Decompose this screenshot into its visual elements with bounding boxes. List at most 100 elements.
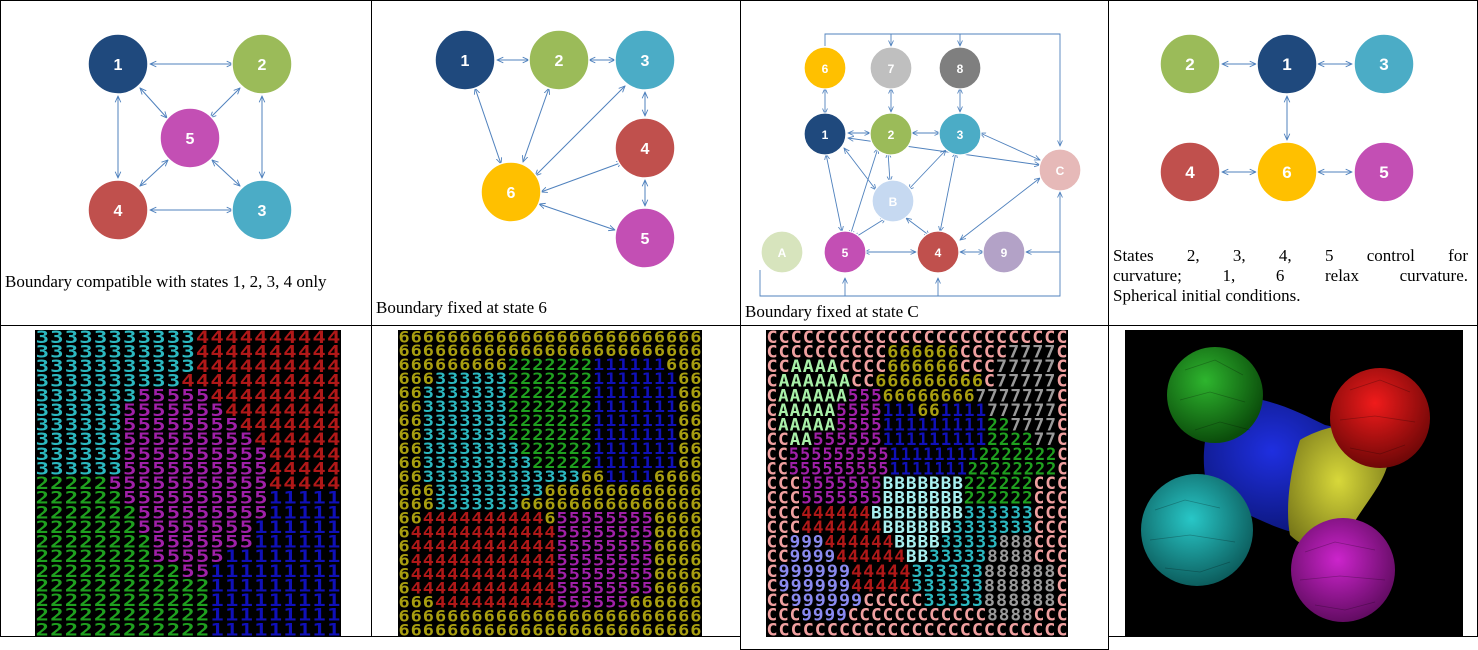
grid-cell: C	[894, 606, 905, 625]
grid-cell: 4	[813, 518, 824, 537]
grid-cell: 4	[254, 386, 268, 405]
grid-cell: 7	[976, 386, 987, 405]
grid-cell: 4	[312, 330, 326, 347]
grid-cell: 3	[152, 342, 165, 361]
grid-cell: 6	[690, 370, 701, 388]
grid-cell: 3	[471, 370, 482, 388]
grid-cell: 4	[508, 552, 519, 570]
grid-cell: C	[803, 620, 814, 637]
grid-cell: 6	[666, 607, 677, 625]
grid-cell: 1	[906, 430, 917, 449]
grid-cell: 4	[283, 459, 297, 478]
grid-cell: 6	[544, 607, 555, 625]
grid-cell: 5	[210, 416, 223, 435]
grid-cell: 2	[979, 459, 989, 478]
grid-cell: 3	[94, 459, 107, 478]
grid-cell: 6	[678, 496, 689, 514]
grid-cell: 1	[327, 533, 341, 552]
node-label: 4	[641, 141, 650, 158]
grid-cell: 2	[581, 384, 592, 402]
grid-cell: C	[863, 342, 874, 361]
grid-cell: 5	[630, 538, 641, 556]
grid-cell: 4	[225, 330, 239, 347]
grid-cell: 1	[269, 503, 283, 522]
grid-cell: 4	[298, 430, 312, 449]
grid-cell: 2	[108, 518, 121, 537]
grid-cell: C	[972, 330, 983, 347]
grid-cell: 4	[225, 386, 239, 405]
grid-cell: 3	[123, 372, 136, 391]
grid-cell: 5	[605, 524, 616, 542]
grid-cell: 6	[936, 372, 947, 391]
grid-cell: 1	[605, 468, 616, 486]
grid-cell: 3	[964, 533, 975, 552]
grid-cell: 2	[520, 370, 531, 388]
grid-cell: 9	[801, 547, 812, 566]
grid-cell: 1	[298, 533, 312, 552]
grid-cell: 9	[790, 547, 801, 566]
grid-cell: 5	[181, 533, 194, 552]
grid-cell: 2	[990, 445, 1000, 464]
grid-cell: 3	[79, 342, 92, 361]
grid-cell: 1	[923, 459, 933, 478]
grid-cell: A	[790, 386, 801, 405]
grid-cell: C	[778, 474, 789, 493]
grid-cell: C	[1056, 620, 1067, 637]
grid-cell: 5	[801, 474, 812, 493]
grid-cell: 2	[544, 426, 555, 444]
grid-cell: 6	[435, 342, 446, 360]
grid-cell: 4	[283, 401, 297, 420]
node-4: 4	[87, 179, 149, 241]
grid-cell: 5	[859, 401, 870, 420]
grid-cell: 1	[327, 576, 341, 595]
grid-cell: 3	[484, 426, 495, 444]
grid-cell: 1	[283, 533, 297, 552]
grid-cell: 1	[283, 591, 297, 610]
grid-cell: 4	[871, 547, 882, 566]
grid-cell: 2	[65, 489, 78, 508]
grid-cell: 3	[1010, 503, 1021, 522]
grid-cell: 7	[1034, 401, 1045, 420]
grid-cell: 1	[630, 370, 641, 388]
grid-cell: C	[929, 606, 940, 625]
grid-cell: 4	[283, 416, 297, 435]
grid-cell: 4	[435, 552, 446, 570]
grid-cell: 4	[544, 552, 555, 570]
grid-cell: 6	[605, 342, 616, 360]
grid-cell: 4	[298, 401, 312, 420]
grid-cell: 1	[327, 620, 341, 637]
grid-cell: 9	[803, 562, 814, 581]
grid-cell: 3	[50, 330, 63, 347]
grid-cell: 1	[934, 459, 944, 478]
grid-cell: 3	[520, 454, 531, 472]
grid-cell: 3	[484, 370, 495, 388]
grid-cell: C	[778, 518, 789, 537]
grid-cell: 4	[312, 430, 326, 449]
grid-cell: 3	[152, 357, 165, 376]
cyan-sphere	[1141, 474, 1253, 586]
grid-cell: 7	[1022, 401, 1033, 420]
grid-cell: 4	[520, 538, 531, 556]
grid-cell: 1	[630, 412, 641, 430]
grid-cell: 7	[1032, 372, 1043, 391]
grid-cell: 4	[447, 510, 458, 528]
grid-cell: 6	[484, 342, 495, 360]
grid-cell: C	[996, 330, 1007, 347]
grid-cell: 9	[779, 576, 790, 595]
grid-cell: 5	[557, 552, 568, 570]
grid-cell: 5	[196, 474, 209, 493]
grid-cell: 6	[471, 342, 482, 360]
grid-cell: 5	[859, 489, 870, 508]
grid-cell: 6	[398, 538, 409, 556]
node-3: 3	[231, 179, 293, 241]
grid-cell: C	[899, 330, 910, 347]
grid-cell: 3	[999, 503, 1010, 522]
grid-cell: 2	[65, 518, 78, 537]
grid-cell: C	[791, 620, 802, 637]
grid-cell: 1	[883, 416, 894, 435]
grid-cell: 4	[269, 372, 283, 391]
grid-cell: 2	[557, 370, 568, 388]
grid-cell: 2	[181, 591, 194, 610]
grid-cell: 3	[36, 401, 49, 420]
grid-cell: 4	[435, 538, 446, 556]
